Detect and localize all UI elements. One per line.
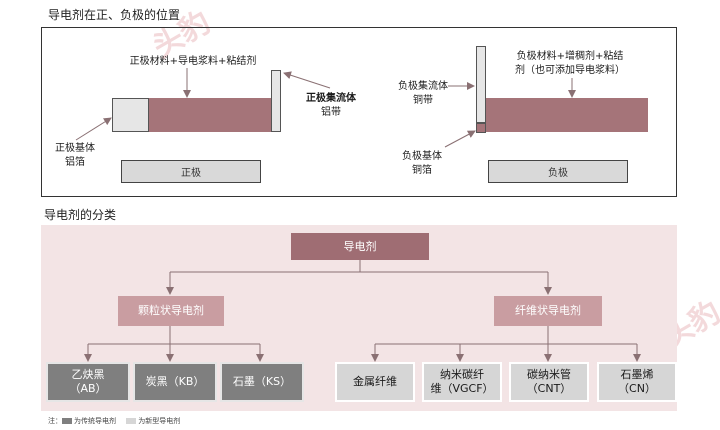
positive-material-label: 正极材料+导电浆料+粘结剂	[129, 56, 257, 67]
leaf-vgcf: 纳米碳纤 维（VGCF）	[422, 362, 502, 402]
negative-collector-line2: 铜带	[413, 95, 433, 106]
legend-new-label: 为新型导电剂	[138, 417, 181, 425]
positive-collector-label: 正极集流体 铝带	[296, 92, 366, 120]
section-title-classification: 导电剂的分类	[44, 208, 117, 222]
positive-substrate-line2: 铝箔	[65, 157, 85, 168]
negative-collector-tab	[476, 46, 486, 123]
negative-material-label: 负极材料+增稠剂+粘结 剂（也可添加导电浆料）	[500, 50, 640, 78]
legend-traditional-swatch	[62, 418, 72, 424]
leaf-cnt-line2: （CNT）	[526, 382, 572, 395]
leaf-acetylene-black-line1: 乙炔黑	[71, 368, 105, 381]
arrow-negative-substrate	[444, 130, 476, 148]
tree-branch-fibrous: 纤维状导电剂	[494, 296, 602, 326]
leaf-cnt: 碳纳米管 （CNT）	[509, 362, 589, 402]
electrode-panel	[41, 27, 677, 197]
legend-new-swatch	[126, 418, 137, 424]
tree-branch-granular: 颗粒状导电剂	[118, 296, 224, 326]
leaf-graphene-line1: 石墨烯	[620, 368, 654, 381]
leaf-cnt-line1: 碳纳米管	[527, 368, 571, 381]
leaf-acetylene-black-line2: （AB）	[69, 382, 107, 395]
leaf-acetylene-black: 乙炔黑 （AB）	[46, 362, 130, 402]
legend: 注： 为传统导电剂 为新型导电剂	[48, 416, 180, 426]
negative-substrate-line2: 铜箔	[412, 165, 432, 176]
leaf-graphene: 石墨烯 （CN）	[597, 362, 677, 402]
arrow-positive-collector	[283, 71, 331, 89]
leaf-graphene-line2: （CN）	[618, 382, 656, 395]
negative-caption: 负极	[488, 160, 628, 183]
negative-substrate-line1: 负极基体	[402, 151, 442, 162]
positive-collector-line1: 正极集流体	[306, 93, 356, 104]
leaf-vgcf-line2: 维（VGCF）	[430, 382, 494, 395]
negative-material-line2: 剂（也可添加导电浆料）	[515, 65, 625, 76]
section-title-position: 导电剂在正、负极的位置	[48, 8, 181, 22]
negative-substrate-label: 负极基体 铜箔	[392, 150, 452, 178]
negative-collector-label: 负极集流体 铜带	[388, 80, 458, 108]
leaf-metal-fiber-label: 金属纤维	[353, 375, 397, 388]
positive-collector-line2: 铝带	[321, 107, 341, 118]
positive-substrate-line1: 正极基体	[55, 143, 95, 154]
leaf-graphite: 石墨（KS）	[220, 362, 304, 402]
positive-caption: 正极	[121, 160, 261, 183]
positive-substrate-foil	[112, 98, 149, 132]
positive-substrate-label: 正极基体 铝箔	[45, 142, 105, 170]
leaf-metal-fiber: 金属纤维	[335, 362, 415, 402]
arrow-positive-substrate	[75, 117, 112, 141]
legend-traditional-label: 为传统导电剂	[74, 417, 116, 425]
leaf-graphite-label: 石墨（KS）	[232, 375, 292, 388]
legend-prefix: 注：	[48, 417, 62, 425]
negative-material-line1: 负极材料+增稠剂+粘结	[516, 51, 624, 62]
leaf-carbon-black-label: 炭黑（KB）	[145, 375, 205, 388]
leaf-carbon-black: 炭黑（KB）	[133, 362, 217, 402]
negative-collector-line1: 负极集流体	[398, 81, 448, 92]
negative-electrode-coating	[486, 98, 648, 132]
negative-substrate-foil	[476, 123, 486, 133]
positive-electrode-coating	[149, 98, 271, 132]
positive-collector-tab	[271, 70, 281, 132]
leaf-vgcf-line1: 纳米碳纤	[440, 368, 484, 381]
tree-root-node: 导电剂	[291, 233, 429, 260]
